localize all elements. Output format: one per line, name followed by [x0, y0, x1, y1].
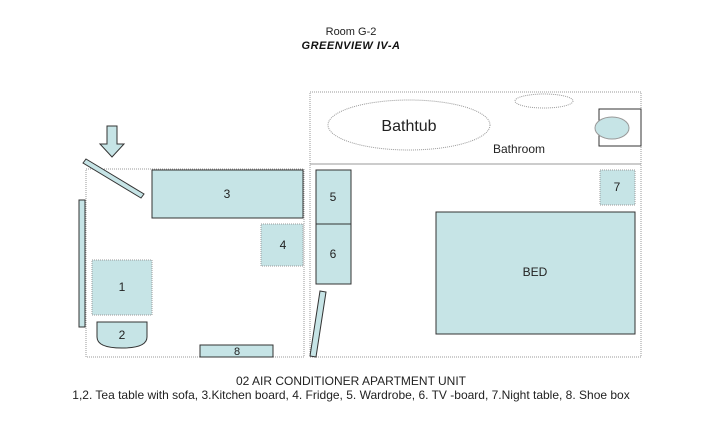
- item-7-label: 7: [614, 180, 621, 194]
- item-1-label: 1: [119, 280, 126, 294]
- bathroom-outline: [309, 91, 642, 165]
- item-2-label: 2: [119, 328, 126, 342]
- sink: [514, 93, 574, 109]
- entrance-arrow-icon: [98, 125, 126, 158]
- legend-text: 1,2. Tea table with sofa, 3.Kitchen boar…: [72, 388, 630, 402]
- living-room-outline: [85, 168, 305, 358]
- bedroom-door: [309, 290, 327, 358]
- tv-board: [315, 223, 352, 285]
- bed-label: BED: [523, 265, 548, 279]
- kitchen-board: [151, 169, 304, 219]
- item-5-label: 5: [330, 190, 337, 204]
- entrance-door: [82, 158, 145, 199]
- room-title: Room G-2: [325, 26, 377, 38]
- toilet-bowl: [594, 116, 630, 140]
- tea-table: [91, 259, 153, 316]
- sofa: [96, 321, 148, 349]
- bathtub: [327, 99, 491, 151]
- unit-description: 02 AIR CONDITIONER APARTMENT UNIT: [235, 374, 467, 388]
- night-table: [599, 169, 636, 206]
- item-8-label: 8: [234, 346, 240, 358]
- left-window: [78, 199, 86, 328]
- wardrobe: [315, 169, 352, 225]
- bathroom-label: Bathroom: [493, 142, 545, 156]
- bathtub-label: Bathtub: [381, 118, 436, 135]
- item-4-label: 4: [280, 238, 287, 252]
- item-3-label: 3: [224, 187, 231, 201]
- shoe-box: [199, 344, 274, 358]
- fridge: [260, 223, 304, 267]
- building-name: GREENVIEW IV-A: [301, 40, 401, 52]
- item-6-label: 6: [330, 247, 337, 261]
- bed: [435, 211, 636, 335]
